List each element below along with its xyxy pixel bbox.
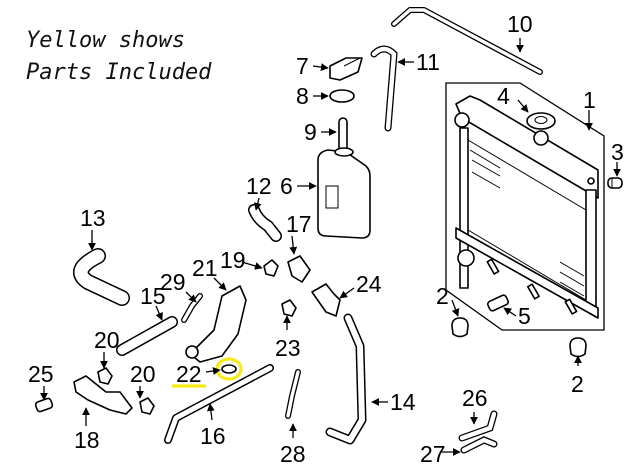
- callout-2b: 2: [571, 371, 584, 397]
- callout-7: 7: [296, 53, 309, 79]
- callout-23: 23: [275, 335, 301, 361]
- leader-lines: [40, 38, 621, 456]
- o-ring[interactable]: [221, 364, 237, 374]
- drain-plug[interactable]: [487, 294, 509, 312]
- inlet-pipe-fill: [117, 317, 177, 355]
- heater-hose-27-fill: [461, 437, 497, 453]
- callout-10: 10: [507, 11, 533, 37]
- callout-27: 27: [420, 441, 446, 467]
- radiator-cap-detail: [534, 116, 548, 124]
- callout-16: 16: [200, 423, 226, 449]
- callout-24: 24: [356, 271, 382, 297]
- callout-1: 1: [583, 87, 596, 113]
- callout-12: 12: [246, 173, 272, 199]
- heater-hose-26-fill: [459, 411, 497, 441]
- callout-9: 9: [304, 119, 317, 145]
- bolt[interactable]: [607, 177, 623, 189]
- callout-21: 21: [192, 255, 218, 281]
- cap-gasket[interactable]: [329, 89, 355, 103]
- thermostat-housing[interactable]: [287, 255, 311, 283]
- callout-5: 5: [518, 303, 531, 329]
- water-pipe-fill: [327, 315, 365, 443]
- callout-19: 19: [220, 247, 246, 273]
- callout-4: 4: [497, 83, 510, 109]
- radiator-assembly[interactable]: [445, 82, 605, 331]
- callout-26: 26: [462, 385, 488, 411]
- callout-6: 6: [280, 173, 293, 199]
- callout-labels: 1 2 2 3 4 5 6 7 8 9 10 11 12 13 14 15 16…: [28, 11, 624, 467]
- callout-11: 11: [416, 49, 440, 75]
- reservoir-tank[interactable]: [317, 147, 371, 239]
- callout-20b: 20: [130, 361, 156, 387]
- gasket-19[interactable]: [263, 259, 279, 277]
- callout-22: 22: [176, 361, 202, 387]
- callout-2a: 2: [436, 283, 449, 309]
- water-inlet-port: [185, 345, 199, 359]
- water-inlet[interactable]: [189, 285, 247, 363]
- callout-3: 3: [611, 139, 624, 165]
- lower-hose-fill: [74, 249, 129, 305]
- legend-note-line1: Yellow shows: [26, 28, 185, 53]
- bypass-hose-fill: [286, 370, 300, 418]
- outlet-housing[interactable]: [311, 283, 341, 317]
- callout-15: 15: [140, 283, 166, 309]
- radiator-cap[interactable]: [526, 112, 556, 130]
- callout-17: 17: [286, 211, 312, 237]
- callout-13: 13: [80, 205, 106, 231]
- callout-25: 25: [28, 361, 54, 387]
- radiator-mount-cushion[interactable]: [569, 337, 587, 358]
- upper-hose-fill: [249, 205, 281, 241]
- callout-14: 14: [390, 389, 416, 415]
- small-hose-fill: [182, 294, 202, 322]
- callout-20a: 20: [94, 327, 120, 353]
- bypass-pipe-fill: [165, 365, 273, 443]
- overflow-hose-fill: [371, 46, 397, 131]
- legend-note-line2: Parts Included: [26, 60, 212, 85]
- water-outlet[interactable]: [73, 375, 133, 415]
- callout-29: 29: [160, 269, 186, 295]
- callout-18: 18: [74, 427, 100, 453]
- radiator-mount-cushion[interactable]: [451, 317, 469, 338]
- gasket-20-left[interactable]: [97, 367, 113, 385]
- callout-8: 8: [296, 83, 309, 109]
- gasket-20-right[interactable]: [139, 397, 155, 415]
- overflow-pipe-fill: [392, 8, 542, 74]
- reservoir-cap[interactable]: [329, 57, 363, 81]
- thermostat[interactable]: [281, 299, 297, 317]
- callout-28: 28: [280, 441, 306, 467]
